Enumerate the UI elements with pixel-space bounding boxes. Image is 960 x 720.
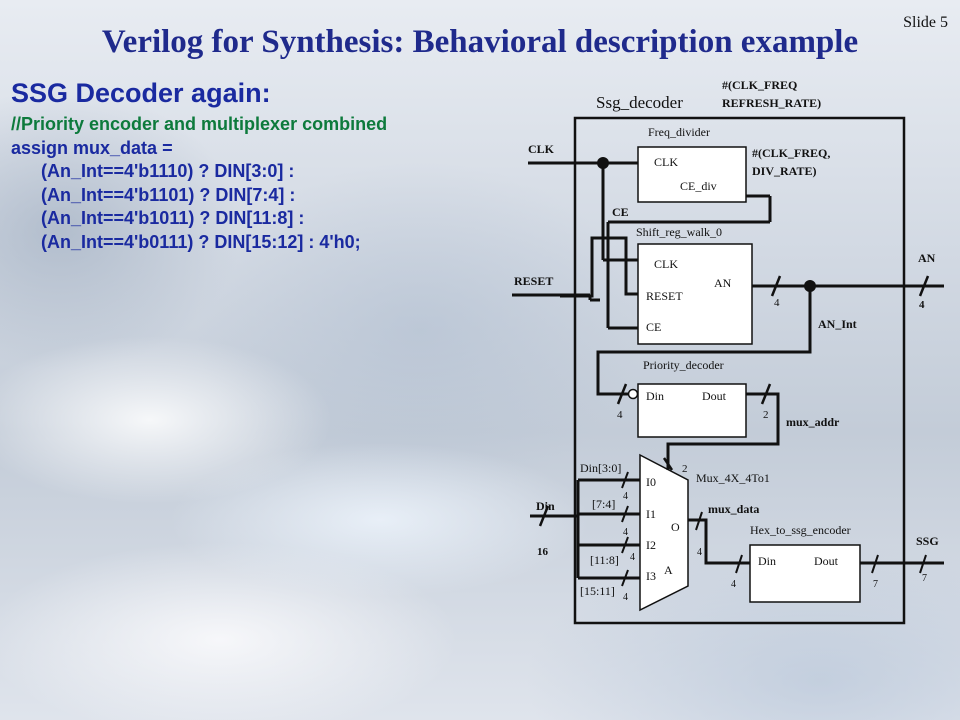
shift-reg-port: CLK <box>654 257 678 271</box>
din-slice-label: Din[3:0] <box>580 461 621 475</box>
mux-in-width-label: 4 <box>623 491 628 502</box>
ssg-width-label: 7 <box>922 573 927 584</box>
priority-decoder-label: Priority_decoder <box>643 358 724 372</box>
hex-encoder-port: Dout <box>814 554 839 568</box>
an-output-width-label: 4 <box>919 299 925 311</box>
pd-in-width-tick <box>616 383 628 405</box>
priority-decoder-port: Din <box>646 389 664 403</box>
code-line: (An_Int==4'b1011) ? DIN[11:8] : <box>41 208 305 228</box>
din-width-tick <box>538 505 550 527</box>
ssg-decoder-param: #(CLK_FREQ <box>722 78 797 92</box>
assign-keyword: assign <box>11 137 69 158</box>
reset-signal-label: RESET <box>514 274 553 288</box>
mux-input-label: I3 <box>646 569 656 583</box>
freq-divider-label: Freq_divider <box>648 125 710 139</box>
din-signal-label: Din <box>536 499 555 513</box>
freq-divider-param: DIV_RATE) <box>752 164 816 178</box>
clk-signal-label: CLK <box>528 142 555 156</box>
din-slice-label: [7:4] <box>592 497 615 511</box>
shift-reg-port: CE <box>646 320 661 334</box>
mux-sel-width-tick <box>662 457 674 471</box>
ce-wire <box>606 194 772 330</box>
freq-divider-port: CE_div <box>680 179 717 193</box>
mux-data-label: mux_data <box>708 502 759 516</box>
freq-divider-port: CLK <box>654 155 678 169</box>
ssg-decoder-frame <box>573 116 906 625</box>
hex-encoder-port: Din <box>758 554 776 568</box>
code-line: (An_Int==4'b1110) ? DIN[3:0] : <box>41 161 295 181</box>
pd-out-width-tick <box>760 383 772 405</box>
slide-title: Verilog for Synthesis: Behavioral descri… <box>101 24 859 60</box>
code-line: (An_Int==4'b0111) ? DIN[15:12] : 4'h0; <box>41 231 361 252</box>
code-comment: //Priority encoder and multiplexer combi… <box>11 114 388 134</box>
an-width-tick <box>918 275 930 297</box>
mux-label: Mux_4X_4To1 <box>696 471 770 485</box>
hex-out-width-tick <box>871 554 879 574</box>
shift-reg-block <box>637 243 753 345</box>
pd-in-width-label: 4 <box>617 409 623 421</box>
freq-divider-param: #(CLK_FREQ, <box>752 146 830 160</box>
code-block: SSG Decoder again: //Priority encoder an… <box>11 78 387 254</box>
priority-decoder-block <box>637 383 747 438</box>
mux-out-width-tick <box>695 511 703 531</box>
ssg-width-tick <box>919 554 927 574</box>
din-slice-label: [11:8] <box>590 553 619 567</box>
hex-out-width-label: 7 <box>873 579 878 590</box>
mux-in-width-label: 4 <box>630 552 635 563</box>
hex-encoder-label: Hex_to_ssg_encoder <box>750 523 851 537</box>
mux-input-label: I2 <box>646 538 656 552</box>
ssg-decoder-param: REFRESH_RATE) <box>722 96 821 110</box>
clk-junction <box>597 157 609 169</box>
mux-input-label: I0 <box>646 475 656 489</box>
hex-encoder-block <box>749 544 861 603</box>
mux-block <box>639 453 689 612</box>
mux-select-label: A <box>664 563 673 577</box>
assign-target: mux_data = <box>68 137 173 158</box>
code-heading: SSG Decoder again: <box>11 78 271 108</box>
shift-reg-port: RESET <box>646 289 683 303</box>
reset-wire <box>560 236 638 298</box>
an-signal-label: AN <box>918 251 936 265</box>
mux-out-width-label: 4 <box>697 547 702 558</box>
ce-signal-label: CE <box>612 205 629 219</box>
hex-in-width-tick <box>735 554 743 574</box>
an-width-label: 4 <box>774 297 780 309</box>
freq-divider-block <box>637 146 747 203</box>
mux-sel-width-label: 2 <box>682 463 688 475</box>
mux-addr-label: mux_addr <box>786 415 840 429</box>
an-width-tick <box>770 275 782 297</box>
slide-number: Slide 5 <box>903 14 948 31</box>
shift-reg-label: Shift_reg_walk_0 <box>636 225 722 239</box>
din-slice-label: [15:11] <box>580 584 615 598</box>
code-assign-line: assign mux_data = <box>11 137 387 161</box>
mux-input-label: I1 <box>646 507 656 521</box>
shift-reg-port: AN <box>714 276 732 290</box>
hex-in-width-label: 4 <box>731 579 736 590</box>
mux-input-wires <box>576 478 640 580</box>
pd-out-width-label: 2 <box>763 409 769 421</box>
priority-decoder-port: Dout <box>702 389 727 403</box>
mux-in-width-label: 4 <box>623 592 628 603</box>
mux-data-bus <box>688 518 750 565</box>
an-int-label: AN_Int <box>818 317 857 331</box>
din-width-label: 16 <box>537 546 549 558</box>
ssg-decoder-label: Ssg_decoder <box>596 93 683 112</box>
an-int-bus <box>596 286 812 396</box>
pd-input-bubble <box>627 388 639 400</box>
code-line: (An_Int==4'b1101) ? DIN[7:4] : <box>41 184 296 205</box>
mux-input-width-ticks <box>621 471 629 587</box>
mux-in-width-label: 4 <box>623 527 628 538</box>
mux-output-label: O <box>671 520 680 534</box>
ssg-signal-label: SSG <box>916 534 939 548</box>
